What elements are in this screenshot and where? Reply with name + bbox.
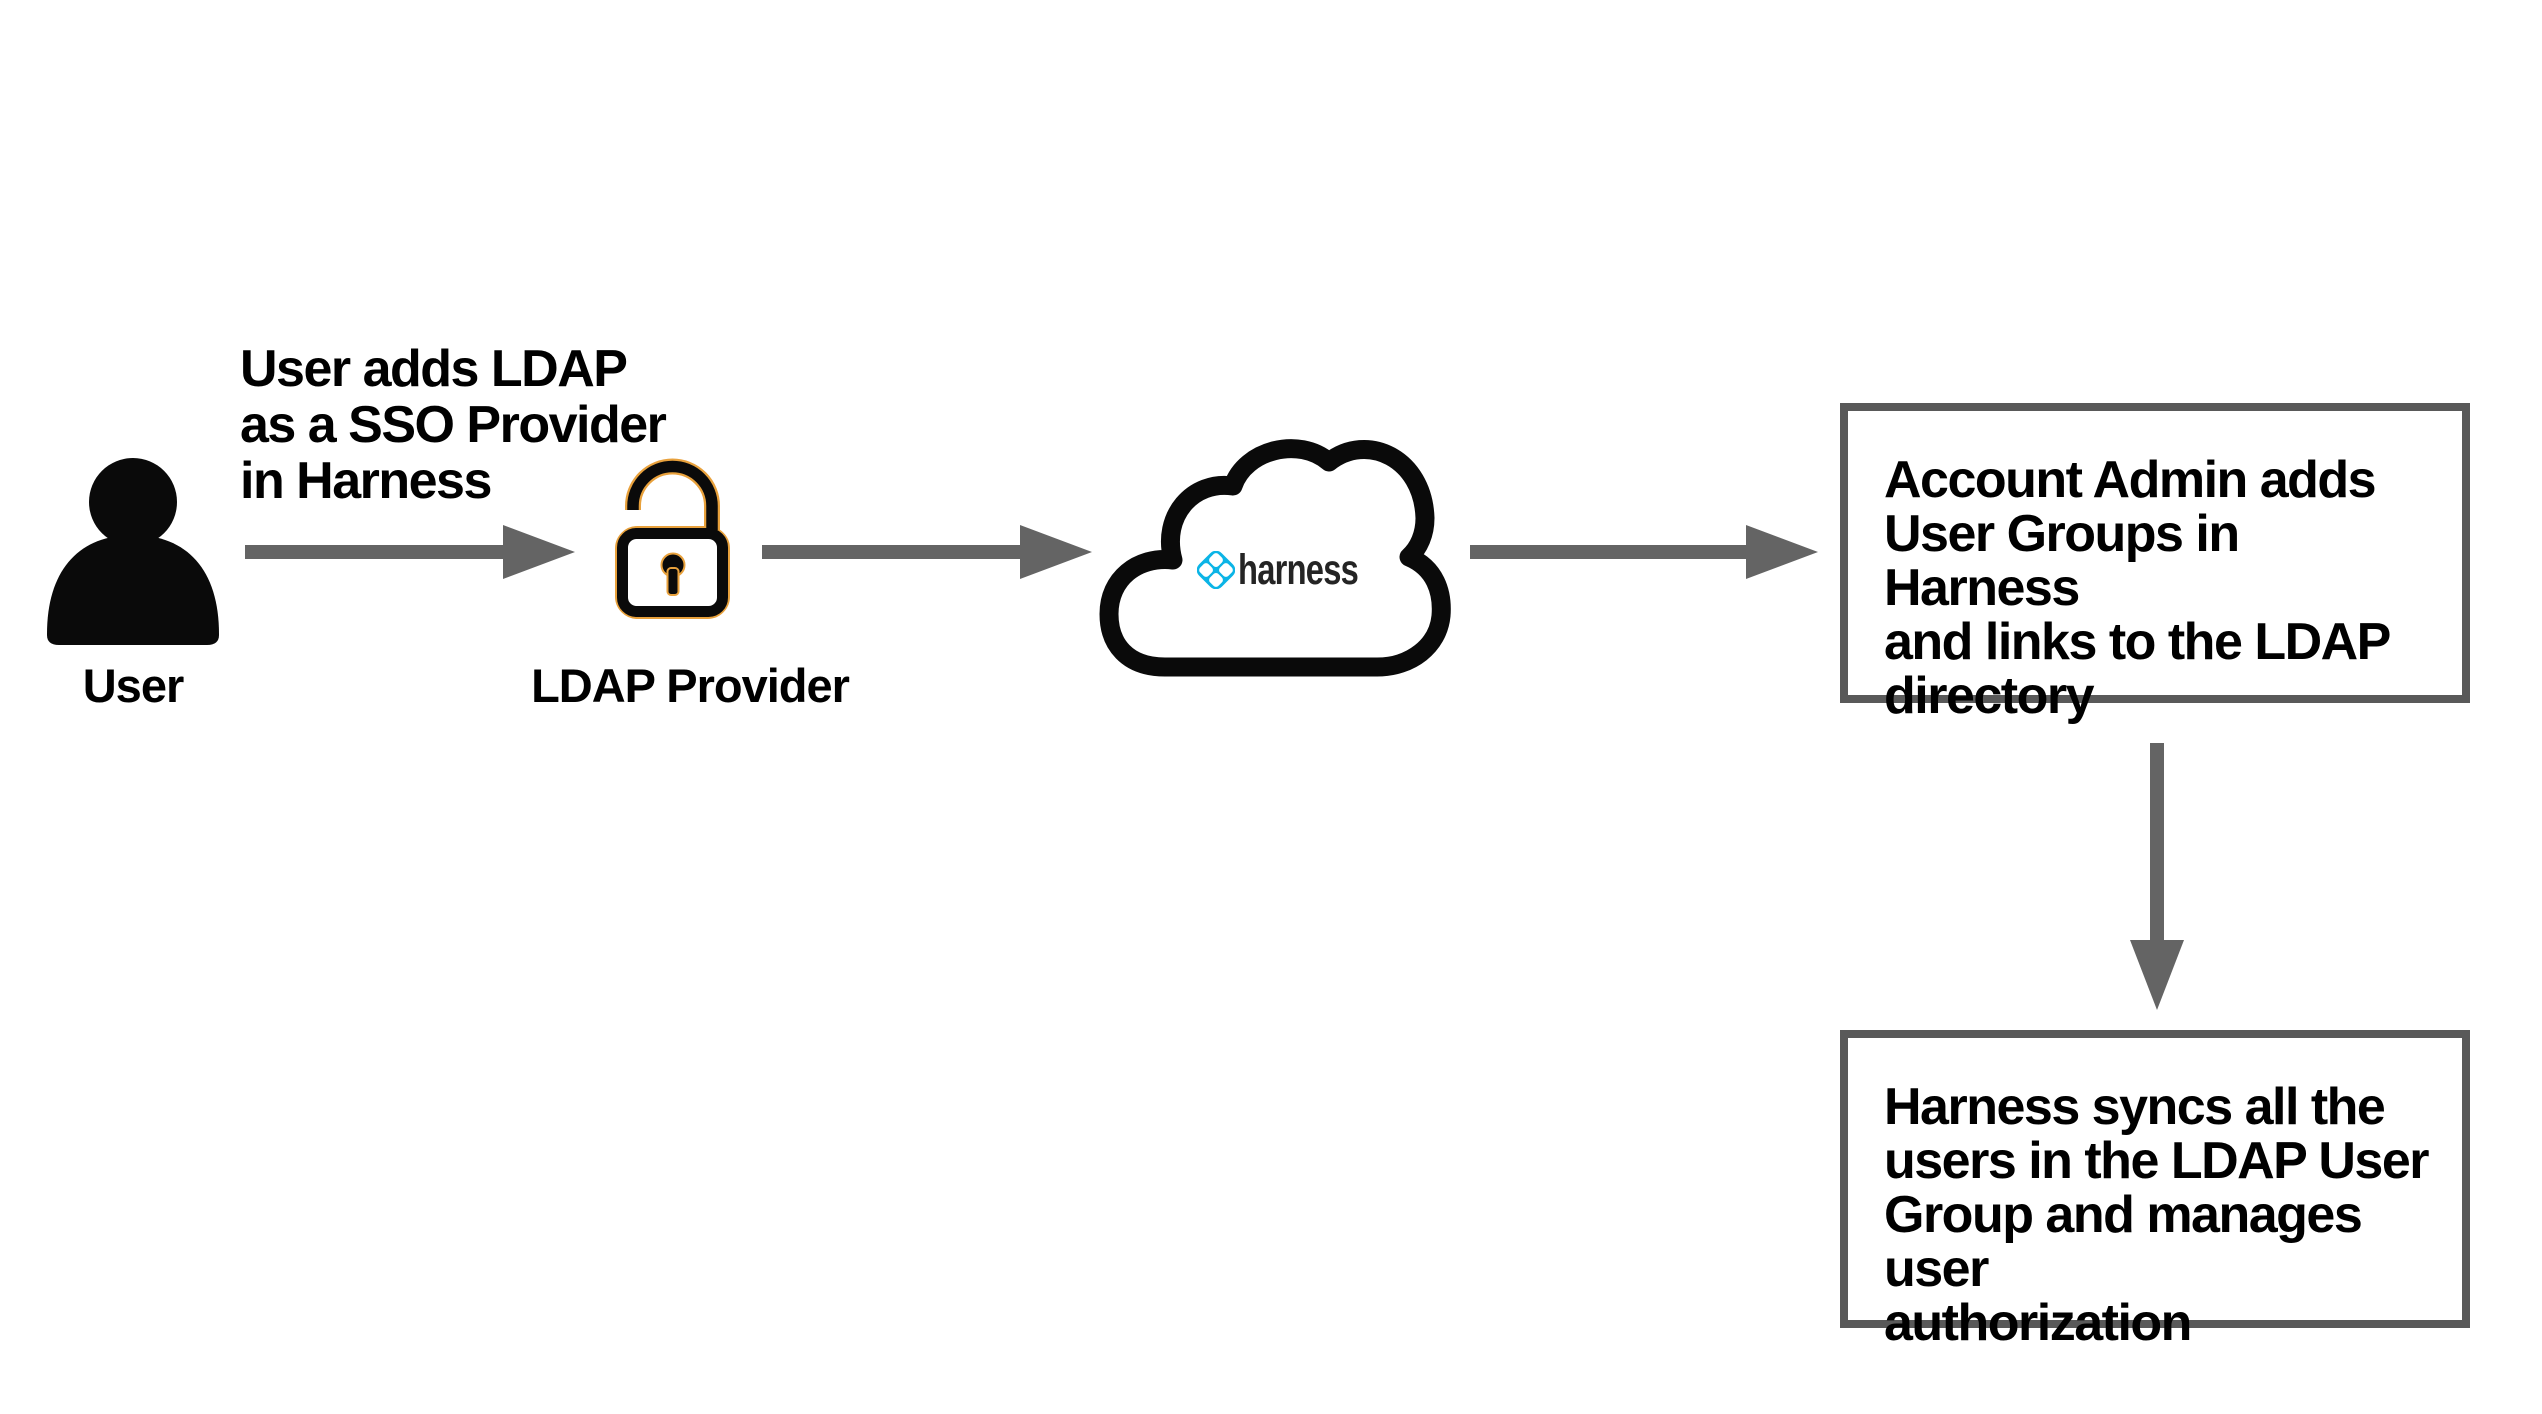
arrow-ldap-to-harness: [762, 525, 1092, 579]
arrow-shaft: [1470, 545, 1748, 559]
ldap-provider-label: LDAP Provider: [531, 659, 850, 712]
arrow-harness-to-admin-box: [1470, 525, 1818, 579]
padlock-shackle: [627, 460, 718, 530]
caption-user-adds-ldap: User adds LDAP as a SSO Provider in Harn…: [240, 340, 667, 510]
open-padlock-icon: [615, 458, 730, 619]
arrow-head: [2130, 940, 2184, 1010]
harness-logo-icon: [1196, 550, 1236, 590]
cloud-icon: [1099, 439, 1451, 677]
cloud-outline: [1099, 439, 1451, 677]
arrow-user-to-ldap: [245, 525, 575, 579]
arrow-shaft: [762, 545, 1022, 559]
arrow-shaft: [2150, 743, 2164, 942]
arrow-head: [1020, 525, 1092, 579]
account-admin-box-text: Account Admin adds User Groups in Harnes…: [1884, 451, 2391, 725]
user-icon-body: [47, 535, 219, 645]
arrow-shaft: [245, 545, 505, 559]
arrow-admin-box-to-sync-box: [2130, 743, 2184, 1010]
harness-sync-box-text: Harness syncs all the users in the LDAP …: [1884, 1078, 2430, 1352]
user-icon-head: [89, 458, 177, 546]
user-label: User: [82, 659, 185, 712]
harness-sync-box: Harness syncs all the users in the LDAP …: [1840, 1030, 2470, 1350]
account-admin-box: Account Admin adds User Groups in Harnes…: [1840, 403, 2470, 723]
user-icon: [47, 458, 219, 645]
arrow-head: [1746, 525, 1818, 579]
keyhole-stem: [666, 567, 680, 596]
arrow-head: [503, 525, 575, 579]
harness-diamond: [1196, 550, 1236, 590]
harness-logo: harness: [1196, 546, 1396, 594]
harness-wordmark: harness: [1238, 546, 1359, 594]
